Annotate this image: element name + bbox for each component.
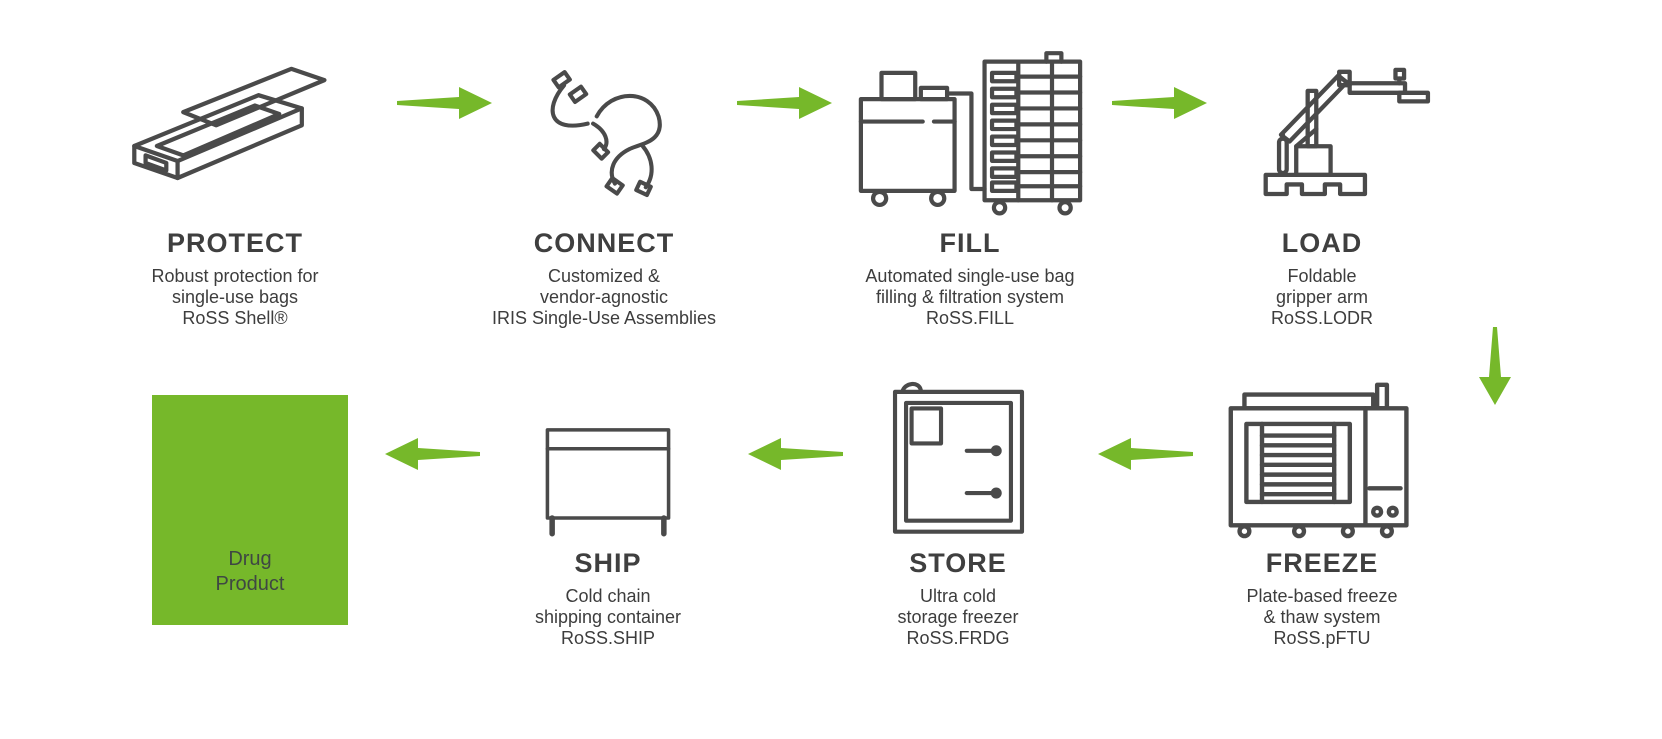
step-caption-line: shipping container bbox=[534, 607, 682, 627]
step-caption: Customized & vendor-agnostic IRIS Single… bbox=[424, 266, 784, 329]
step-caption-line: Cold chain bbox=[565, 586, 651, 606]
flow-arrow-right-icon bbox=[397, 86, 492, 120]
step-caption-line: storage freezer bbox=[897, 607, 1019, 627]
flow-arrow-right-icon bbox=[737, 86, 832, 120]
step-caption-line: RoSS.pFTU bbox=[1273, 628, 1371, 648]
filling-system-icon bbox=[790, 40, 1150, 220]
step-caption-line: Ultra cold bbox=[919, 586, 997, 606]
step-caption-line: vendor-agnostic bbox=[539, 287, 669, 307]
drug-product-node: Drug Product bbox=[152, 395, 348, 625]
step-ship: SHIP Cold chain shipping container RoSS.… bbox=[428, 372, 788, 649]
drug-product-label: Drug Product bbox=[215, 548, 285, 595]
step-caption-line: Customized & bbox=[547, 266, 661, 286]
step-connect: CONNECT Customized & vendor-agnostic IRI… bbox=[424, 40, 784, 329]
shell-case-icon bbox=[55, 40, 415, 220]
flow-arrow-right-icon bbox=[1112, 86, 1207, 120]
step-caption-line: RoSS.FILL bbox=[925, 308, 1015, 328]
storage-freezer-icon bbox=[778, 372, 1138, 540]
step-title: FREEZE bbox=[1265, 548, 1379, 578]
step-caption: Ultra cold storage freezer RoSS.FRDG bbox=[778, 586, 1138, 649]
step-caption-line: Foldable bbox=[1287, 266, 1357, 286]
step-caption-line: RoSS.LODR bbox=[1270, 308, 1374, 328]
step-caption: Foldable gripper arm RoSS.LODR bbox=[1142, 266, 1502, 329]
step-caption-line: Plate-based freeze bbox=[1246, 586, 1398, 606]
shipping-container-icon bbox=[428, 372, 788, 540]
flow-arrow-left-icon bbox=[385, 437, 480, 471]
step-load: LOAD Foldable gripper arm RoSS.LODR bbox=[1142, 40, 1502, 329]
step-title: PROTECT bbox=[166, 228, 303, 258]
step-title: FILL bbox=[939, 228, 1001, 258]
step-caption-line: filling & filtration system bbox=[875, 287, 1065, 307]
step-title: LOAD bbox=[1281, 228, 1363, 258]
flow-arrow-down-icon bbox=[1478, 327, 1512, 405]
step-caption: Plate-based freeze & thaw system RoSS.pF… bbox=[1142, 586, 1502, 649]
gripper-arm-icon bbox=[1142, 40, 1502, 220]
step-caption-line: RoSS.SHIP bbox=[560, 628, 656, 648]
step-caption: Robust protection for single-use bags Ro… bbox=[55, 266, 415, 329]
step-caption-line: RoSS.FRDG bbox=[906, 628, 1010, 648]
step-fill: FILL Automated single-use bag filling & … bbox=[790, 40, 1150, 329]
flow-arrow-left-icon bbox=[748, 437, 843, 471]
step-caption-line: & thaw system bbox=[1263, 607, 1381, 627]
step-caption-line: Automated single-use bag bbox=[865, 266, 1075, 286]
step-store: STORE Ultra cold storage freezer RoSS.FR… bbox=[778, 372, 1138, 649]
flow-arrow-left-icon bbox=[1098, 437, 1193, 471]
step-title: STORE bbox=[909, 548, 1007, 578]
step-protect: PROTECT Robust protection for single-use… bbox=[55, 40, 415, 329]
step-caption-line: RoSS Shell® bbox=[182, 308, 288, 328]
step-freeze: FREEZE Plate-based freeze & thaw system … bbox=[1142, 372, 1502, 649]
step-title: CONNECT bbox=[533, 228, 675, 258]
step-caption: Cold chain shipping container RoSS.SHIP bbox=[428, 586, 788, 649]
step-caption-line: IRIS Single-Use Assemblies bbox=[491, 308, 717, 328]
step-caption-line: gripper arm bbox=[1275, 287, 1369, 307]
step-title: SHIP bbox=[574, 548, 642, 578]
step-caption-line: Robust protection for bbox=[151, 266, 319, 286]
step-caption: Automated single-use bag filling & filtr… bbox=[790, 266, 1150, 329]
plate-freezer-icon bbox=[1142, 372, 1502, 540]
step-caption-line: single-use bags bbox=[171, 287, 299, 307]
tubing-assembly-icon bbox=[424, 40, 784, 220]
